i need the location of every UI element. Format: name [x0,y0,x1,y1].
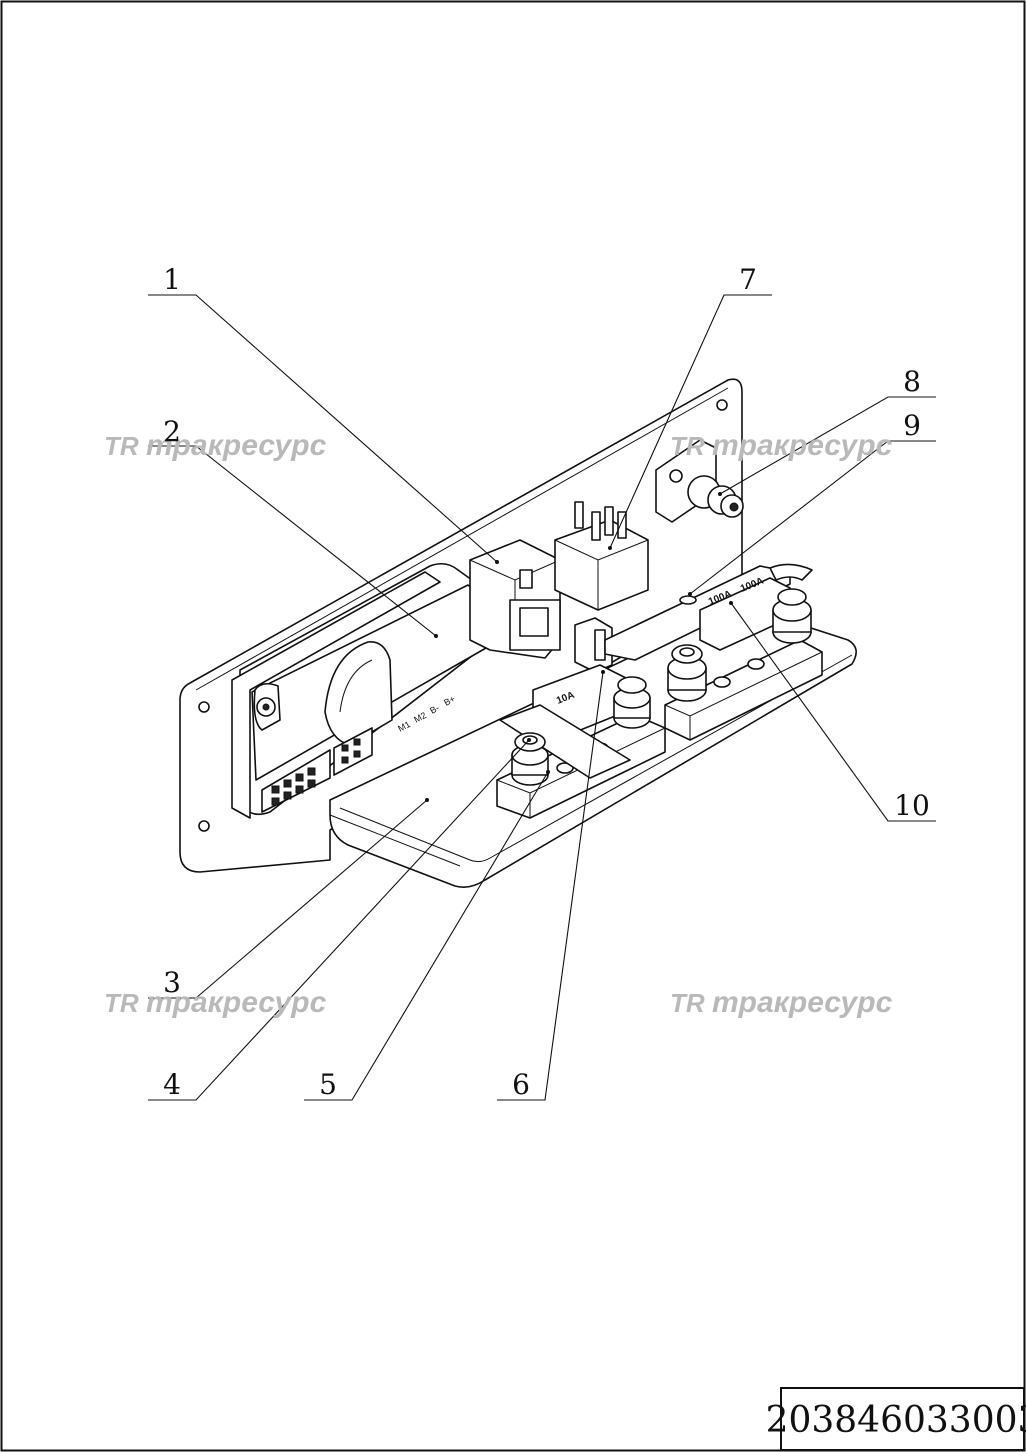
nut-stack-right-back [772,588,812,644]
controller-connector-block [261,727,373,813]
watermark-text: тракресурс [146,429,327,462]
relay [554,501,649,611]
leader-dot [546,770,550,774]
callout-8: 8 [903,365,921,398]
callout-6: 6 [512,1068,530,1101]
callout-4: 4 [163,1068,181,1101]
watermark-text: тракресурс [712,429,893,462]
leader-dot [434,634,438,638]
leader-dot [718,492,722,496]
callout-labels: 1 2 3 4 5 6 7 8 9 10 [163,263,930,1101]
watermark-top-left: TR тракресурс [104,429,327,462]
leader-lines [148,294,936,1101]
callout-5: 5 [319,1068,337,1101]
callout-2: 2 [163,415,181,448]
leader-dot [601,670,605,674]
terminal-marking-b-plus: B+ [442,694,457,708]
leader-dot [608,546,612,550]
leader-dot [425,798,429,802]
watermark-logo: TR [104,988,139,1018]
callout-10: 10 [894,789,930,822]
socket-module [469,539,561,659]
callout-3: 3 [163,966,181,999]
callout-7: 7 [739,263,757,296]
watermark-bottom-right: TR тракресурс [670,986,893,1019]
watermark-text: тракресурс [146,986,327,1019]
leader-dot [495,560,499,564]
leader-dot [729,601,733,605]
document-number: 203846033003 [766,1400,1026,1441]
title-block-cell [780,1387,1025,1451]
leader-dot [527,738,531,742]
nut-stack-left-back [613,676,651,729]
busbar-strip: 100A [604,565,791,661]
watermark-logo: TR [670,431,705,461]
leader-dot [688,592,692,596]
watermark-top-right: TR тракресурс [670,429,893,462]
nut-stack-right-front [667,644,707,702]
key-switch [655,439,744,523]
terminal-marking-b-minus: B- [428,703,441,716]
callout-9: 9 [903,409,921,442]
watermark-bottom-left: TR тракресурс [104,986,327,1019]
watermark-logo: TR [104,431,139,461]
fuse-block-right: 100A [664,563,823,741]
watermark-text: тракресурс [712,986,893,1019]
watermark-logo: TR [670,988,705,1018]
callout-1: 1 [163,263,181,296]
